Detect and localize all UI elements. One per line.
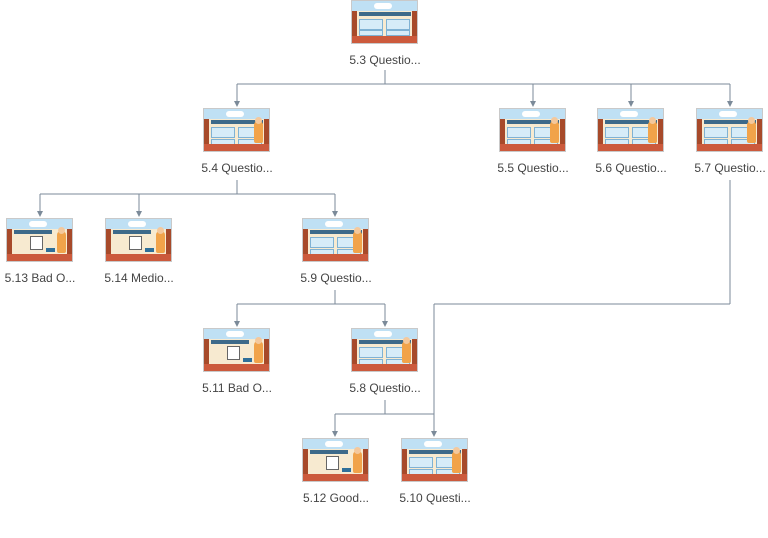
- node-label: 5.4 Questio...: [201, 161, 273, 175]
- slide-thumbnail[interactable]: [696, 108, 763, 152]
- slide-thumbnail[interactable]: [351, 328, 418, 372]
- arrowhead-icon: [234, 101, 240, 107]
- slide-thumbnail[interactable]: [6, 218, 73, 262]
- node-5-13[interactable]: 5.13 Bad O...: [0, 218, 90, 298]
- slide-thumbnail[interactable]: [302, 218, 369, 262]
- node-label: 5.5 Questio...: [497, 161, 569, 175]
- node-label: 5.10 Questi...: [399, 491, 471, 505]
- node-label: 5.14 Medio...: [104, 271, 174, 285]
- slide-thumbnail[interactable]: [105, 218, 172, 262]
- arrowhead-icon: [37, 211, 43, 217]
- node-label: 5.9 Questio...: [300, 271, 372, 285]
- node-5-3[interactable]: 5.3 Questio...: [335, 0, 435, 80]
- slide-thumbnail[interactable]: [203, 108, 270, 152]
- node-5-7[interactable]: 5.7 Questio...: [680, 108, 768, 188]
- slide-thumbnail[interactable]: [302, 438, 369, 482]
- slide-thumbnail[interactable]: [203, 328, 270, 372]
- node-label: 5.6 Questio...: [595, 161, 667, 175]
- node-5-5[interactable]: 5.5 Questio...: [483, 108, 583, 188]
- slide-thumbnail[interactable]: [597, 108, 664, 152]
- node-5-14[interactable]: 5.14 Medio...: [89, 218, 189, 298]
- node-5-12[interactable]: 5.12 Good...: [286, 438, 386, 518]
- slide-thumbnail[interactable]: [351, 0, 418, 44]
- arrowhead-icon: [530, 101, 536, 107]
- node-5-9[interactable]: 5.9 Questio...: [286, 218, 386, 298]
- node-5-11[interactable]: 5.11 Bad O...: [187, 328, 287, 408]
- arrowhead-icon: [332, 211, 338, 217]
- arrowhead-icon: [136, 211, 142, 217]
- node-5-10[interactable]: 5.10 Questi...: [385, 438, 485, 518]
- arrowhead-icon: [234, 321, 240, 327]
- slide-thumbnail[interactable]: [499, 108, 566, 152]
- node-label: 5.11 Bad O...: [202, 381, 272, 395]
- arrowhead-icon: [628, 101, 634, 107]
- arrowhead-icon: [727, 101, 733, 107]
- node-5-8[interactable]: 5.8 Questio...: [335, 328, 435, 408]
- node-label: 5.8 Questio...: [349, 381, 421, 395]
- arrowhead-icon: [332, 431, 338, 437]
- node-label: 5.3 Questio...: [349, 53, 421, 67]
- arrowhead-icon: [431, 431, 437, 437]
- node-label: 5.13 Bad O...: [4, 271, 76, 285]
- node-5-6[interactable]: 5.6 Questio...: [581, 108, 681, 188]
- arrowhead-icon: [382, 321, 388, 327]
- node-label: 5.7 Questio...: [694, 161, 766, 175]
- node-label: 5.12 Good...: [302, 491, 370, 505]
- slide-thumbnail[interactable]: [401, 438, 468, 482]
- node-5-4[interactable]: 5.4 Questio...: [187, 108, 287, 188]
